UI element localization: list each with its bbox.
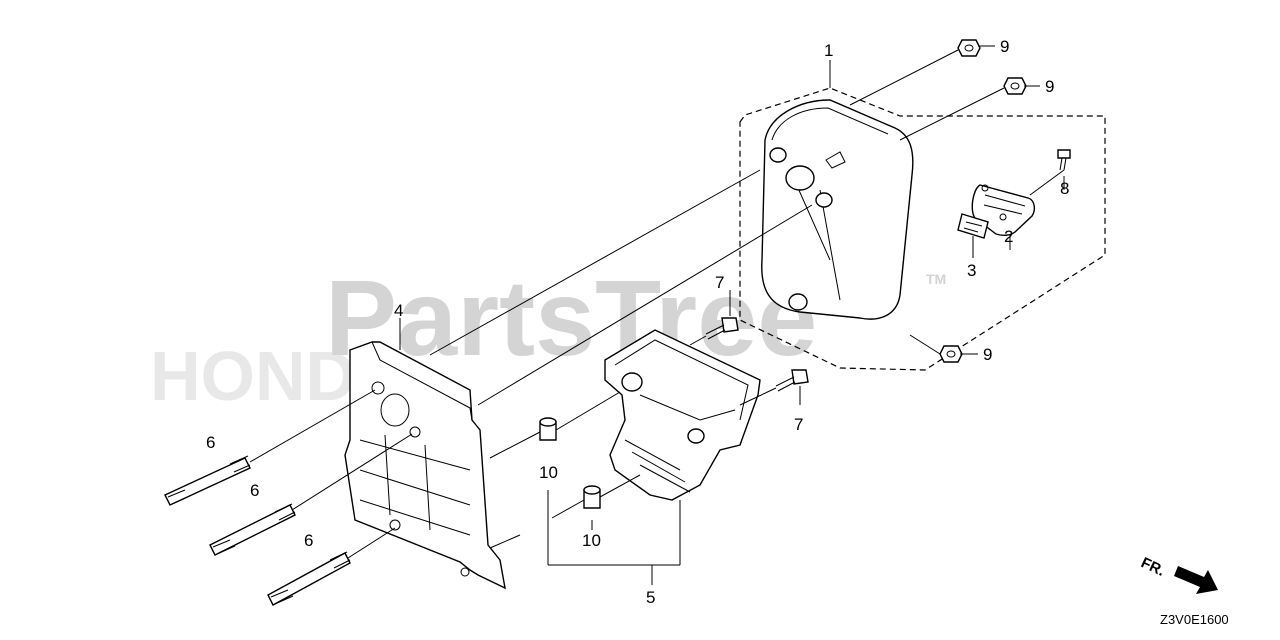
trademark-mark: TM: [926, 271, 946, 287]
collar-1: [539, 417, 557, 441]
callout-7a: 7: [715, 273, 724, 292]
callout-10b: 10: [582, 531, 601, 550]
tapping-screw: [1057, 149, 1071, 171]
callout-9a: 9: [1000, 37, 1009, 56]
collar-2: [583, 485, 601, 509]
callout-10a: 10: [539, 463, 558, 482]
front-direction-arrow: [1174, 566, 1218, 594]
callout-9c: 9: [983, 345, 992, 364]
flange-nut-3: [939, 345, 963, 363]
stud-bolt-1: [164, 455, 251, 506]
leader-lines: [249, 45, 1065, 585]
front-label: FR.: [1138, 554, 1167, 580]
label-plate: [957, 213, 989, 239]
callout-9b: 9: [1045, 77, 1054, 96]
callout-2: 2: [1004, 227, 1013, 246]
callout-4: 4: [394, 301, 403, 320]
callout-7b: 7: [794, 415, 803, 434]
muffler: [761, 99, 914, 320]
callout-6b: 6: [250, 481, 259, 500]
diagram-code: Z3V0E1600: [1160, 612, 1229, 627]
callout-8: 8: [1060, 179, 1069, 198]
muffler-assembly-frame: [739, 87, 1106, 371]
callout-6a: 6: [206, 433, 215, 452]
callout-5: 5: [646, 588, 655, 607]
stud-bolt-2: [209, 503, 296, 556]
callout-1: 1: [824, 41, 833, 60]
muffler-protector-cover: [604, 329, 761, 501]
muffler-gasket-plate: [344, 341, 506, 590]
stud-bolt-3: [267, 551, 351, 606]
flange-nut-1: [957, 39, 981, 57]
callout-3: 3: [967, 261, 976, 280]
callout-6c: 6: [304, 531, 313, 550]
flange-nut-2: [1003, 77, 1027, 95]
flange-bolt-2: [775, 369, 809, 392]
flange-bolt-1: [705, 317, 739, 340]
